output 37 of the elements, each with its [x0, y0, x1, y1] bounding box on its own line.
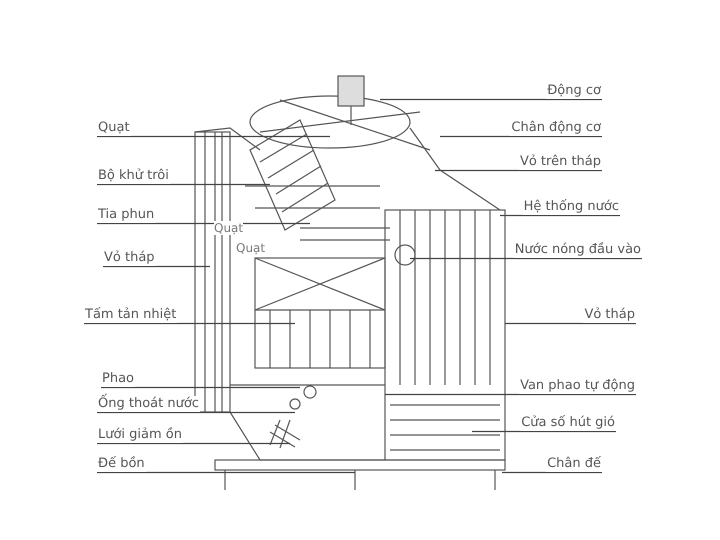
leader-line	[502, 472, 602, 474]
callout-label: Ống thoát nước	[97, 396, 200, 412]
callout-label: Van phao tự động	[519, 378, 636, 394]
leader-line	[440, 136, 602, 138]
callout-label: Hệ thống nước	[522, 199, 620, 215]
leader-line	[500, 214, 620, 216]
callout-label: Chân động cơ	[510, 120, 602, 136]
callout-label: Vỏ trên tháp	[518, 154, 602, 170]
leader-line	[472, 430, 616, 432]
callout-label: Động cơ	[546, 83, 602, 99]
part-label: Quạt	[236, 241, 266, 255]
callout-label: Đế bồn	[97, 456, 146, 472]
callout-label: Vỏ tháp	[103, 250, 156, 266]
callout-label: Chân đế	[546, 456, 602, 472]
callout-label: Vỏ tháp	[583, 307, 636, 323]
leader-line	[97, 412, 295, 414]
leader-line	[103, 266, 210, 268]
callout-label: Tấm tản nhiệt	[84, 307, 178, 323]
callout-label: Nước nóng đầu vào	[514, 242, 642, 258]
callout-label: Lưới giảm ồn	[97, 427, 183, 443]
leader-line	[97, 442, 290, 444]
callout-label: Phao	[101, 371, 135, 387]
leader-line	[97, 472, 355, 474]
callout-label: Tia phun	[97, 207, 156, 223]
callout-label: Quạt	[97, 120, 131, 136]
leader-line	[435, 170, 602, 172]
part-label: Quạt	[214, 221, 244, 235]
leader-line	[385, 394, 636, 396]
leader-line	[410, 258, 642, 260]
callout-label: Cửa số hút gió	[520, 415, 616, 431]
leader-line	[97, 184, 270, 186]
leader-line	[380, 98, 602, 100]
leader-line	[97, 136, 330, 138]
leader-line	[101, 386, 300, 388]
callout-label: Bộ khử trôi	[97, 168, 170, 184]
leader-line	[84, 322, 295, 324]
leader-line	[505, 322, 636, 324]
